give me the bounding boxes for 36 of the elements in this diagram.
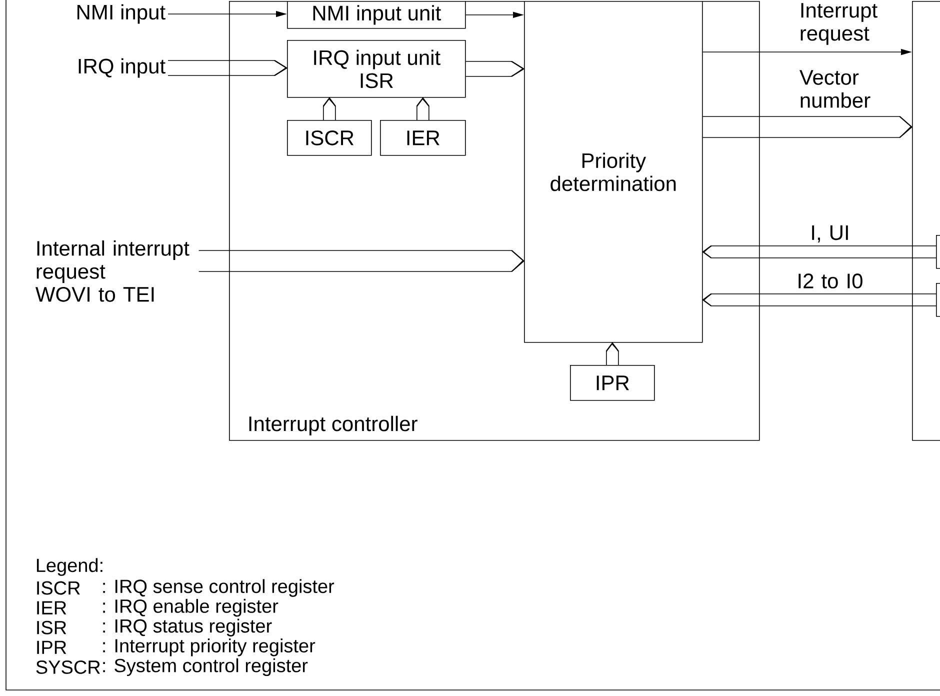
legend-description: : IRQ status register	[103, 618, 272, 636]
signal-label: NMI input	[77, 4, 166, 24]
priority-box: Priority determination	[524, 1, 703, 343]
bus-arrow	[465, 61, 525, 77]
register-box: IER	[380, 120, 466, 156]
bus-arrow	[702, 294, 936, 306]
bus-arrow	[168, 60, 288, 76]
unit-box: IRQ input unit ISR	[287, 40, 466, 98]
bus-arrow	[606, 342, 619, 366]
legend-term: IER	[37, 601, 66, 614]
bus-arrow	[702, 116, 913, 138]
unit-box: NMI input unit	[287, 1, 466, 29]
edge-label: Interrupt request	[800, 3, 878, 45]
signal-label: IRQ input	[78, 58, 166, 78]
legend-description: : Interrupt priority register	[103, 638, 316, 656]
register-box	[936, 235, 940, 269]
edge-label: I2 to I0	[798, 274, 862, 288]
edge-label: I, UI	[812, 225, 848, 243]
register-box	[936, 283, 940, 317]
legend-description: : IRQ enable register	[103, 598, 278, 617]
legend-description: : System control register	[103, 658, 308, 676]
legend-term: ISR	[37, 620, 66, 634]
edge-label: Vector number	[800, 70, 870, 108]
signal-label: Internal interrupt request WOVI to TEI	[36, 240, 190, 302]
register-box: ISCR	[287, 120, 372, 156]
bus-arrow	[416, 97, 430, 120]
bus-arrow	[702, 246, 936, 258]
register-box: IPR	[570, 365, 655, 401]
legend-term: ISCR	[37, 581, 80, 595]
legend-description: : IRQ sense control register	[103, 579, 334, 597]
cpu-box	[912, 1, 940, 441]
legend-term: IPR	[37, 640, 66, 654]
legend-term: SYSCR	[36, 660, 100, 674]
bus-arrow	[323, 97, 336, 120]
bus-arrow	[198, 250, 525, 272]
legend-heading: Legend:	[36, 558, 102, 576]
